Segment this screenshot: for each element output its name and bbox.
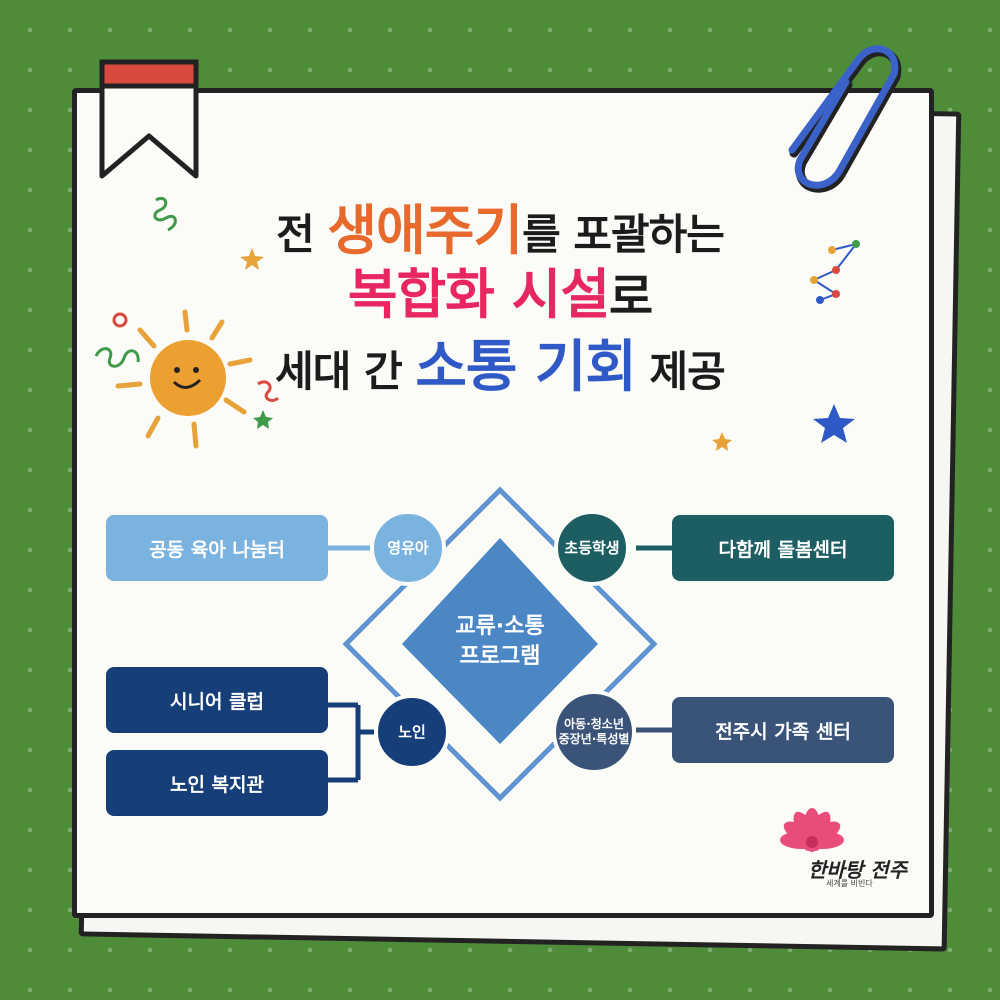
star-icon <box>813 404 855 443</box>
node-youth: 아동·청소년 중장년·특성별 <box>552 690 636 774</box>
outer-diamond <box>342 486 658 802</box>
box-family-center: 전주시 가족 센터 <box>672 697 894 763</box>
logo-text: 한바탕 전주 <box>808 858 907 882</box>
bookmark-icon <box>99 59 199 179</box>
star-icon <box>253 410 273 429</box>
center-program-label: 교류·소통 프로그램 <box>430 612 570 672</box>
title-line-3: 세대 간 소통 기회 제공 <box>0 322 1000 403</box>
node-youth-line1: 아동·청소년 <box>564 717 624 731</box>
star-icon <box>240 248 264 270</box>
title-line-2: 복합화 시설로 <box>0 250 1000 329</box>
title-text: 세대 간 <box>275 347 416 396</box>
box-childcare: 공동 육아 나눔터 <box>106 515 328 581</box>
squiggle-icon <box>257 380 280 402</box>
paperclip-icon <box>788 45 902 193</box>
center-line1: 교류·소통 <box>455 614 545 639</box>
squiggle-icon <box>94 347 140 368</box>
title-highlight-communication: 소통 기회 <box>415 335 637 400</box>
title-text: 를 포괄하는 <box>522 210 725 259</box>
node-youth-line2: 중장년·특성별 <box>558 732 630 746</box>
sun-icon <box>115 309 253 449</box>
title-line-1: 전 생애주기를 포괄하는 <box>0 186 1000 265</box>
star-icon <box>712 432 732 451</box>
box-care-center: 다함께 돌봄센터 <box>672 515 894 581</box>
flower-logo-icon <box>780 808 844 852</box>
node-senior: 노인 <box>374 694 450 770</box>
box-senior-welfare: 노인 복지관 <box>106 750 328 816</box>
constellation-icon <box>810 240 860 304</box>
node-infant: 영유아 <box>370 510 446 586</box>
ring-icon <box>112 312 128 328</box>
center-line2: 프로그램 <box>459 644 541 669</box>
title-text: 전 <box>276 210 328 259</box>
title-text: 제공 <box>635 347 726 396</box>
title-highlight-lifecycle: 생애주기 <box>327 199 523 262</box>
inner-diamond <box>402 538 598 744</box>
logo-subtitle: 세계를 비빈다 <box>826 879 873 888</box>
node-elementary: 초등학생 <box>554 510 630 586</box>
squiggle-icon <box>153 196 177 232</box>
box-senior-club: 시니어 클럽 <box>106 667 328 733</box>
title-highlight-complex-facility: 복합화 시설 <box>347 263 610 326</box>
title-text: 로 <box>609 269 653 325</box>
